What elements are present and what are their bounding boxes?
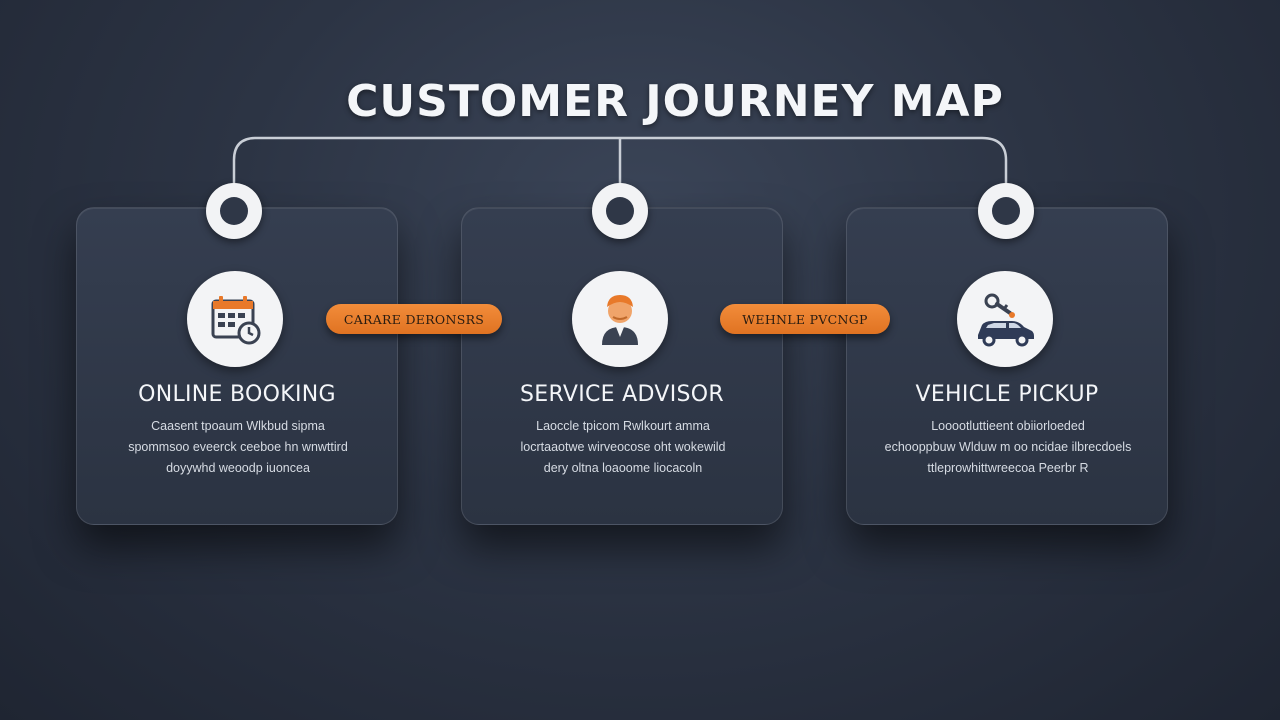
description-line: Caasent tpoaum Wlkbud sipma (151, 419, 325, 433)
connector-node (206, 183, 262, 239)
description-line: ttleprowhittwreecoa Peerbr R (927, 461, 1089, 475)
advisor-icon (572, 271, 668, 367)
car-key-icon (957, 271, 1053, 367)
step-card-online-booking: ONLINE BOOKING Caasent tpoaum Wlkbud sip… (76, 207, 398, 525)
calendar-icon (187, 271, 283, 367)
diagram-title: CUSTOMER JOURNEY MAP (346, 76, 1004, 127)
description-line: dery oltna loaoome liocacoln (543, 461, 703, 475)
description-line: Laoccle tpicom Rwlkourt amma (536, 419, 710, 433)
step-title: SERVICE ADVISOR (520, 382, 724, 407)
step-card-vehicle-pickup: VEHICLE PICKUP Looootluttieent obiiorloe… (846, 207, 1168, 525)
step-description: Laoccle tpicom Rwlkourt amma locrtaaotwe… (492, 416, 754, 479)
step-title: ONLINE BOOKING (138, 382, 336, 407)
step-description: Caasent tpoaum Wlkbud sipma spommsoo eve… (107, 416, 369, 479)
connector-node (978, 183, 1034, 239)
connector-node (592, 183, 648, 239)
transition-label: CARARE DERONSRS (326, 304, 502, 334)
step-title: VEHICLE PICKUP (915, 382, 1099, 407)
description-line: echooppbuw Wlduw m oo ncidae ilbrecdoels (884, 440, 1132, 454)
transition-label: WEHNLE PVCNGP (720, 304, 890, 334)
description-line: locrtaaotwe wirveocose oht wokewild (520, 440, 726, 454)
step-description: Looootluttieent obiiorloeded echooppbuw … (877, 416, 1139, 479)
description-line: Looootluttieent obiiorloeded (931, 419, 1085, 433)
description-line: spommsoo eveerck ceeboe hn wnwttird (128, 440, 348, 454)
step-card-service-advisor: SERVICE ADVISOR Laoccle tpicom Rwlkourt … (461, 207, 783, 525)
description-line: doyywhd weoodp iuoncea (166, 461, 310, 475)
